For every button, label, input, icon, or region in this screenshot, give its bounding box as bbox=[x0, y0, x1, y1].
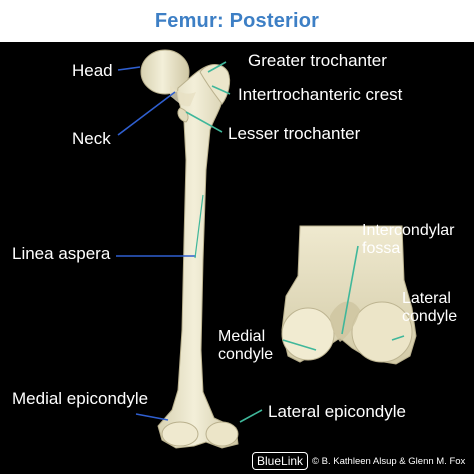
femoral-neck-shape bbox=[170, 86, 196, 107]
page-title: Femur: Posterior bbox=[154, 9, 320, 32]
brand-logo: BlueLink bbox=[252, 452, 309, 470]
linea-aspera-mark bbox=[194, 194, 204, 259]
label-intercondylar-fossa-line2: fossa bbox=[362, 240, 401, 257]
label-intercondylar-fossa-line1: Intercondylar bbox=[362, 222, 455, 239]
label-lateral-condyle-line2: condyle bbox=[402, 308, 458, 325]
femoral-head bbox=[140, 49, 190, 95]
proximal-femur bbox=[157, 65, 239, 449]
inset-lateral-condyle bbox=[351, 301, 413, 363]
medial-epicondyle-leader bbox=[135, 413, 169, 421]
label-intertrochanteric-crest: Intertrochanteric crest bbox=[238, 85, 403, 104]
copyright-text: © B. Kathleen Alsup & Glenn M. Fox bbox=[312, 455, 466, 467]
greater-trochanter-leader bbox=[207, 61, 227, 73]
lateral-condyle-leader bbox=[391, 335, 405, 341]
label-medial-condyle-line2: condyle bbox=[218, 346, 274, 363]
label-lateral-condyle: Lateral condyle bbox=[402, 290, 457, 326]
label-neck: Neck bbox=[72, 129, 111, 148]
label-medial-condyle-line1: Medial bbox=[218, 328, 266, 345]
neck-leader bbox=[117, 91, 176, 136]
medial-condyle-leader bbox=[282, 339, 317, 351]
medial-condyle-shape bbox=[161, 421, 199, 447]
label-head: Head bbox=[72, 61, 113, 80]
label-lateral-epicondyle: Lateral epicondyle bbox=[268, 402, 406, 421]
label-medial-condyle: Medial condyle bbox=[218, 328, 273, 364]
lesser-trochanter-leader bbox=[185, 111, 223, 133]
label-lesser-trochanter: Lesser trochanter bbox=[228, 124, 361, 143]
label-medial-epicondyle: Medial epicondyle bbox=[12, 389, 149, 408]
title-bar: Femur: Posterior bbox=[0, 0, 474, 42]
femur-bone bbox=[140, 49, 239, 449]
head-leader bbox=[117, 66, 141, 71]
greater-trochanter-shape bbox=[199, 64, 231, 105]
leader-lines bbox=[116, 61, 405, 423]
lateral-condyle-shape bbox=[205, 421, 239, 447]
lateral-epicondyle-leader bbox=[239, 409, 263, 423]
label-lateral-condyle-line1: Lateral bbox=[402, 290, 451, 307]
label-linea-aspera: Linea aspera bbox=[12, 244, 111, 263]
intertrochanteric-crest-leader bbox=[211, 85, 231, 95]
label-greater-trochanter: Greater trochanter bbox=[248, 51, 387, 70]
inset-medial-condyle bbox=[281, 307, 335, 361]
label-intercondylar-fossa: Intercondylar fossa bbox=[362, 222, 455, 258]
intercondylar-fossa-leader bbox=[341, 245, 359, 335]
lesser-trochanter-shape bbox=[177, 107, 189, 123]
footer: BlueLink © B. Kathleen Alsup & Glenn M. … bbox=[252, 452, 465, 470]
